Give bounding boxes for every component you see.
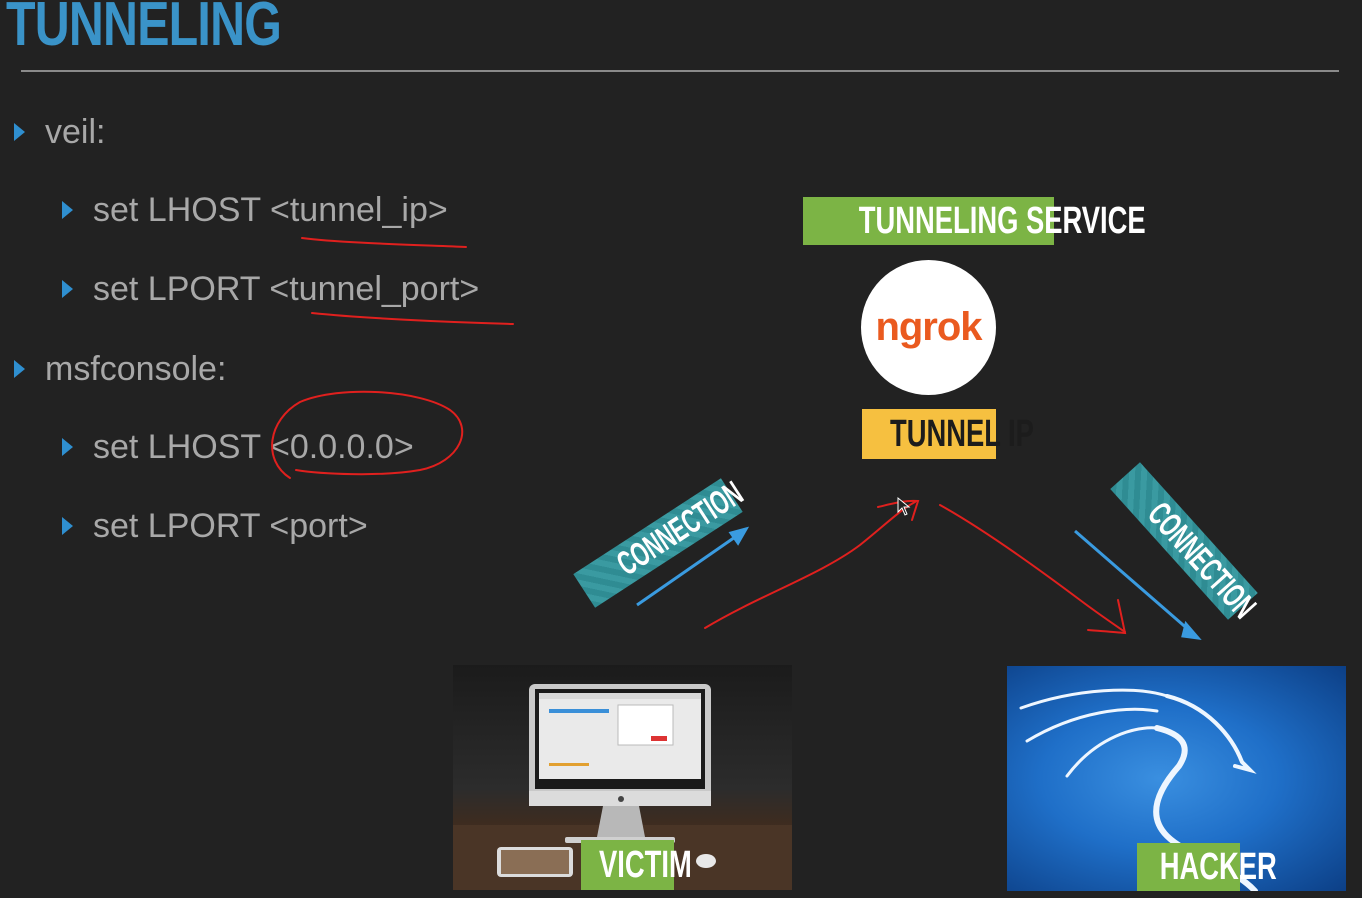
bullet-msf-lhost: set LHOST <0.0.0.0> [62, 427, 414, 467]
triangle-bullet-icon [62, 438, 73, 456]
ngrok-logo: ngrok [861, 260, 996, 395]
bullet-text: set LHOST <0.0.0.0> [93, 428, 414, 466]
blue-arrows [636, 526, 1202, 641]
title-divider [21, 70, 1339, 72]
bullet-msf-lport: set LPORT <port> [62, 506, 368, 546]
bullet-veil: veil: [14, 112, 105, 152]
bullet-text: msfconsole: [45, 350, 227, 388]
triangle-bullet-icon [62, 201, 73, 219]
slide-title: TUNNELING [6, 0, 282, 59]
hacker-label: HACKER [1137, 843, 1277, 891]
tunneling-service-label: TUNNELING SERVICE [803, 197, 1146, 245]
mouse-cursor-icon [897, 496, 911, 516]
triangle-bullet-icon [62, 280, 73, 298]
red-annotations [271, 237, 1127, 635]
bullet-veil-lport: set LPORT <tunnel_port> [62, 269, 479, 309]
bullet-text: set LPORT <port> [93, 507, 368, 545]
bullet-text: veil: [45, 113, 106, 151]
triangle-bullet-icon [14, 123, 25, 141]
victim-label: VICTIM [581, 840, 692, 890]
bullet-veil-lhost: set LHOST <tunnel_ip> [62, 190, 448, 230]
triangle-bullet-icon [62, 517, 73, 535]
bullet-text: set LHOST <tunnel_ip> [93, 191, 448, 229]
tunnel-ip-label: TUNNEL IP [862, 409, 1034, 459]
bullet-msfconsole: msfconsole: [14, 349, 226, 389]
ngrok-logo-text: ngrok [875, 305, 982, 349]
bullet-text: set LPORT <tunnel_port> [93, 270, 480, 308]
triangle-bullet-icon [14, 360, 25, 378]
